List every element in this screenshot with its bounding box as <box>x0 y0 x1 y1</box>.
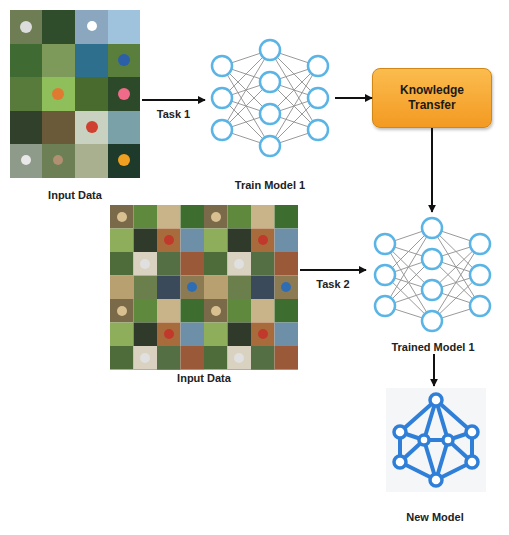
edge-label: Task 1 <box>157 108 190 120</box>
node-label: New Model <box>406 511 463 524</box>
neural-network <box>385 228 480 321</box>
arrow-connector <box>433 354 435 386</box>
arrow-connector <box>431 128 433 212</box>
neuron <box>212 40 328 156</box>
node-label: Input Data <box>48 189 102 202</box>
image-grid <box>110 205 298 370</box>
network-icon <box>386 388 486 492</box>
neural-network-model: Trained Model 1 <box>366 212 500 354</box>
node-label: Trained Model 1 <box>391 341 474 354</box>
neural-network <box>222 50 318 146</box>
arrow-connector <box>142 99 205 101</box>
image-dataset: Input Data <box>108 203 300 385</box>
neuron <box>375 218 490 331</box>
image-grid <box>10 10 140 178</box>
image-dataset: Input Data <box>8 8 142 202</box>
arrow-connector <box>335 97 372 99</box>
node-label: Knowledge Transfer <box>373 83 491 113</box>
neural-network-model: Train Model 1 <box>205 36 335 192</box>
node-label: Input Data <box>177 372 231 385</box>
edge-label: Task 2 <box>316 278 349 290</box>
network-icon-node <box>394 394 478 486</box>
model-icon: New Model <box>382 386 488 524</box>
process-box: Knowledge Transfer <box>372 68 492 128</box>
arrow-connector <box>300 269 366 271</box>
node-label: Train Model 1 <box>235 179 305 192</box>
